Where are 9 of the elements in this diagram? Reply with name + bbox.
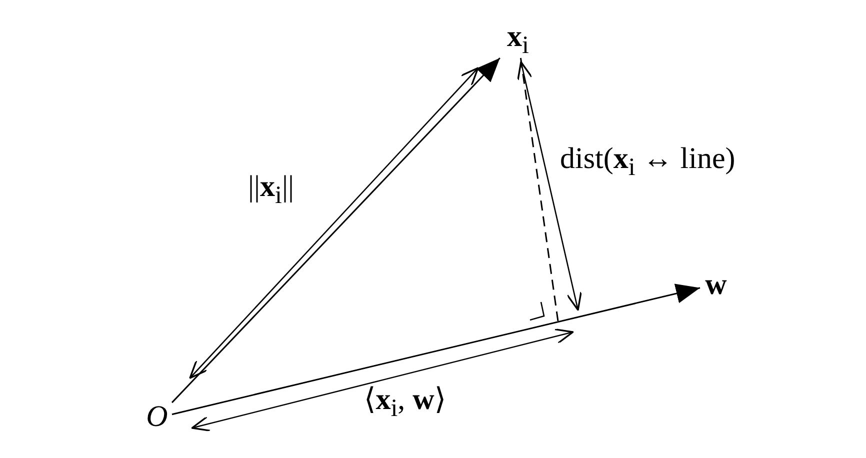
math-label: ⟨x$_{i}$, w⟩ <box>364 382 446 423</box>
dashed-line <box>520 58 559 322</box>
math-label: ||x$_{i}$|| <box>248 170 294 210</box>
math-label: dist(x$_{i}$ ↔ line) <box>560 142 736 182</box>
vector-arrow <box>172 284 700 416</box>
vector-arrow <box>171 57 500 404</box>
math-symbol: O <box>142 400 172 436</box>
math-symbol: w <box>700 268 732 300</box>
math-symbol: x$_{i}$ <box>496 20 540 58</box>
